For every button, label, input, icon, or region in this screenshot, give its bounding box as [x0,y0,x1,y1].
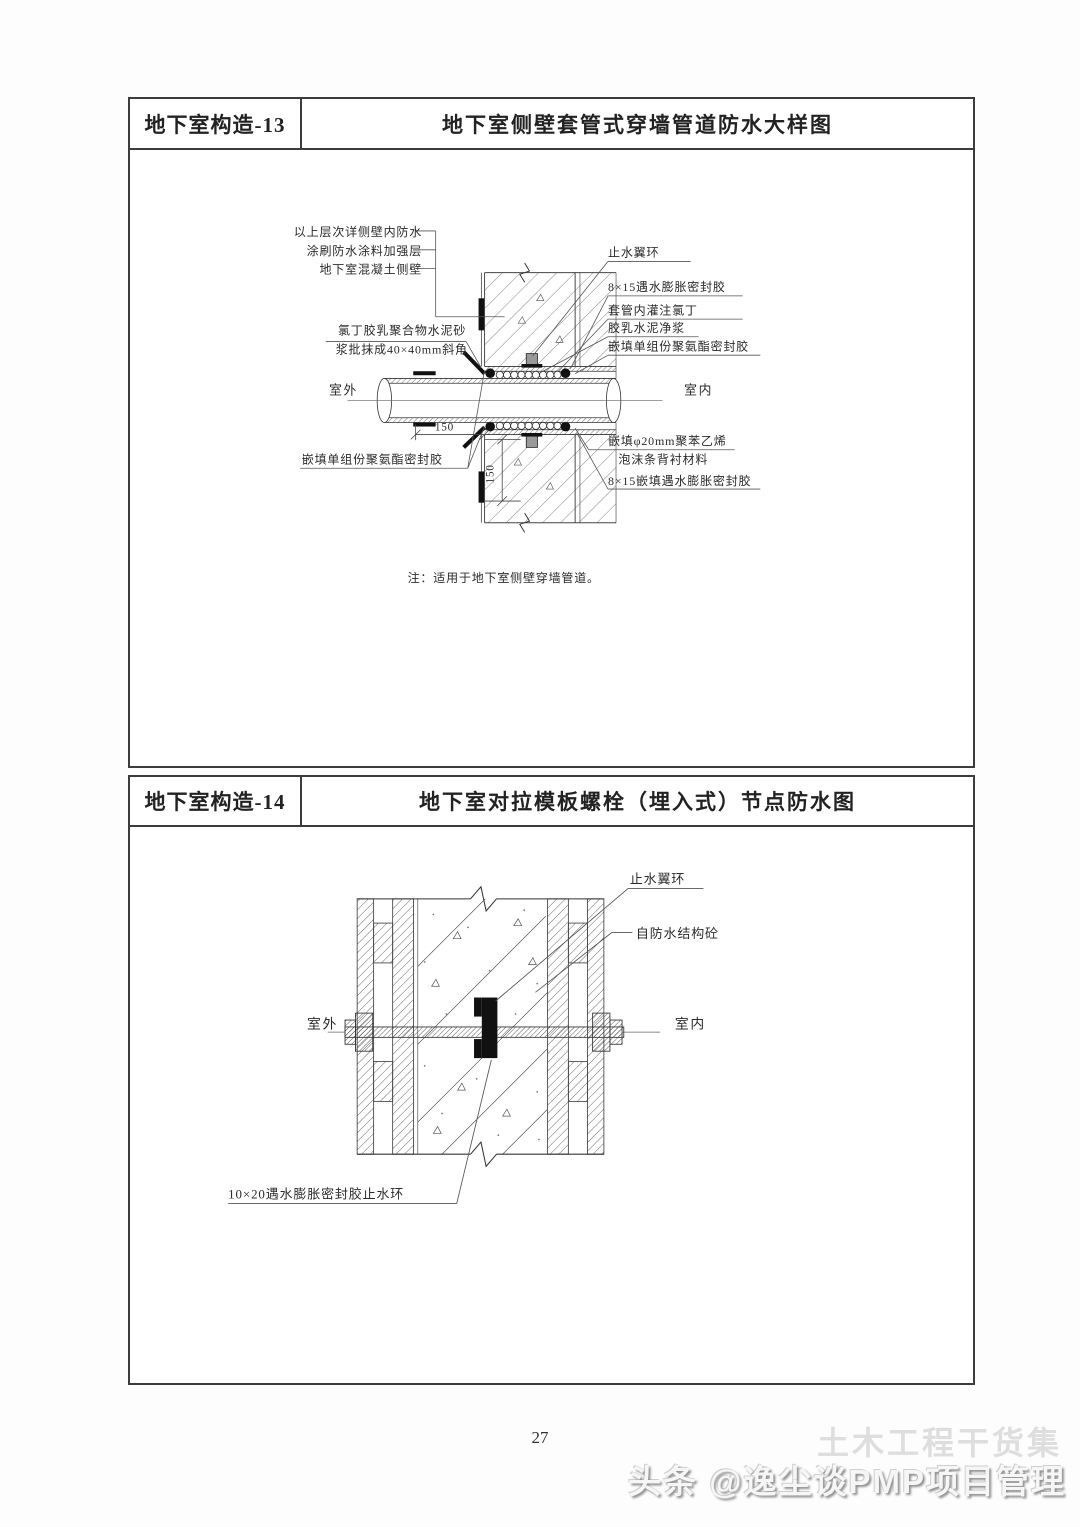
section2-code: 地下室构造-14 [130,777,302,825]
watermark-main: 头条 @逸尘谈PMP项目管理 [628,1463,1066,1500]
sleeve-and-caulking [484,353,617,448]
caulking-coils-top [495,370,562,379]
label-polystyrene-backing-2: 泡沫条背衬材料 [618,452,708,466]
watermark-faint: 土木工程干货集 [816,1425,1062,1461]
label-swelling-sealant-8x15: 8×15遇水膨胀密封胶 [608,279,726,294]
label-swelling-sealant-fill-8x15: 8×15嵌填遇水膨胀密封胶 [608,473,751,488]
label-self-waterproof-concrete: 自防水结构砼 [636,926,719,941]
mortar-chamfer-bottom [462,425,486,449]
dimension-150-vertical [484,434,521,507]
label-indoor-1: 室内 [684,382,713,397]
note-text: 注：适用于地下室侧壁穿墙管道。 [408,570,600,585]
drawing-pipe-through-wall: 150 150 以上层次详侧壁内防水 涂刷防水涂料加强层 地下室混凝土侧壁 氯丁… [294,224,761,585]
label-sleeve-grout-2: 胶乳水泥净浆 [608,320,685,335]
label-inner-waterproofing: 以上层次详侧壁内防水 [294,224,422,239]
section2-title: 地下室对拉模板螺栓（埋入式）节点防水图 [419,790,856,814]
water-stop-wing-ring [521,353,543,448]
concrete-wall-hatch [484,262,617,533]
label-coating-reinforce-layer: 涂刷防水涂料加强层 [307,243,422,258]
section1-code: 地下室构造-13 [130,99,302,148]
label-neoprene-mortar-1: 氯丁胶乳聚合物水泥砂 [338,322,466,337]
label-indoor-2: 室内 [675,1016,706,1032]
section1-header: 地下室构造-13 地下室侧壁套管式穿墙管道防水大样图 [128,97,975,150]
section1-title: 地下室侧壁套管式穿墙管道防水大样图 [442,112,833,137]
label-polyurethane-sealant-left: 嵌填单组份聚氨酯密封胶 [302,451,443,466]
label-waterstop-wing-ring-1: 止水翼环 [608,246,659,260]
formwork-layers [356,898,605,1155]
dim-150-horizontal-text: 150 [435,422,454,434]
label-polyurethane-sealant-right: 嵌填单组份聚氨酯密封胶 [608,338,749,353]
drawing-tie-bolt: 止水翼环 自防水结构砼 室外 室内 10×20遇水膨胀密封胶止水环 [228,871,719,1204]
pipe [347,350,663,449]
section1-drawing-box: 150 150 以上层次详侧壁内防水 涂刷防水涂料加强层 地下室混凝土侧壁 氯丁… [128,150,975,768]
section2-drawing-box: 止水翼环 自防水结构砼 室外 室内 10×20遇水膨胀密封胶止水环 [128,827,975,1385]
label-outdoor-1: 室外 [329,382,358,397]
dimension-150-horizontal [410,424,490,441]
label-polystyrene-backing-1: 嵌填φ20mm聚苯乙烯 [608,434,727,448]
waterproof-coating-layer [478,272,485,523]
dim-150-vertical-text: 150 [484,464,496,483]
leader-lines-2 [228,888,704,1204]
wall-edges-breaks [357,885,604,1168]
label-swelling-sealant-ring-10x20: 10×20遇水膨胀密封胶止水环 [228,1186,404,1201]
section2-header: 地下室构造-14 地下室对拉模板螺栓（埋入式）节点防水图 [128,775,975,827]
label-neoprene-mortar-2: 浆批抹成40×40mm斜角 [336,342,468,357]
label-outdoor-2: 室外 [307,1016,338,1032]
label-concrete-sidewall: 地下室混凝土侧壁 [320,261,423,276]
mortar-chamfer-top [462,350,487,376]
label-waterstop-wing-ring-2: 止水翼环 [630,871,685,886]
sealant-dots [485,368,571,432]
leader-lines [300,230,761,490]
label-sleeve-grout-1: 套管内灌注氯丁 [608,302,698,317]
page-number: 27 [531,1428,549,1447]
waterstop-ring [474,997,498,1059]
caulking-coils-bottom [495,421,562,430]
